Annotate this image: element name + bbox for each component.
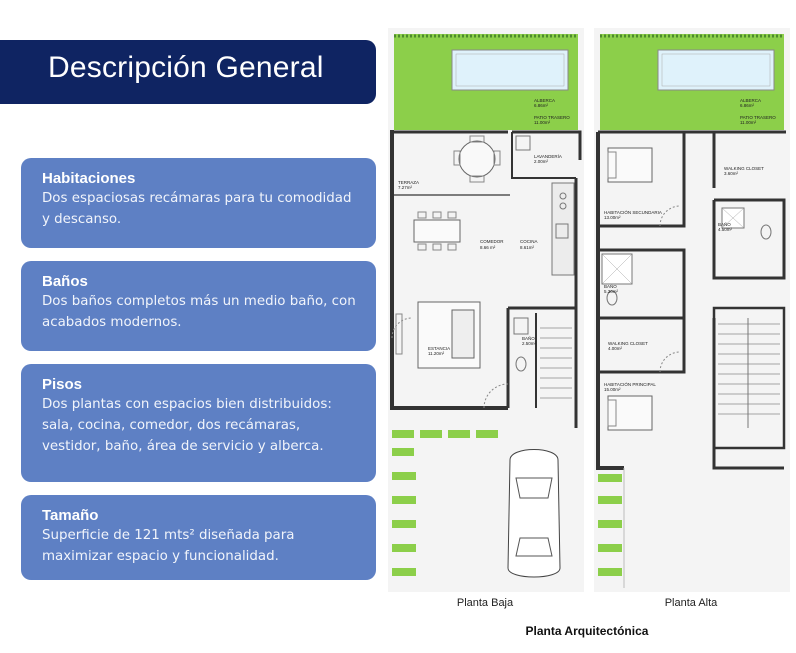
room-label: WALKING CLOSET: [608, 341, 648, 346]
card-title: Tamaño: [42, 507, 99, 524]
room-area: 4.50m²: [718, 227, 733, 232]
plans-caption: Planta Arquitectónica: [525, 624, 649, 638]
room-label: BAÑO: [718, 221, 731, 227]
room-area: 6.86m²: [534, 103, 549, 108]
room-label: LAVANDERÍA: [534, 153, 562, 159]
card-title: Baños: [42, 273, 88, 290]
room-area: 7.27m²: [398, 185, 413, 190]
room-label: ALBERCA: [534, 98, 555, 103]
card-pisos: Pisos Dos plantas con espacios bien dist…: [21, 364, 376, 482]
card-tamano: Tamaño Superficie de 121 mts² diseñada p…: [21, 495, 376, 580]
room-label: PATIO TRASERO: [534, 115, 570, 120]
room-label: COMEDOR: [480, 239, 504, 244]
room-area: 11.20m²: [428, 351, 445, 356]
room-area: 15.00m²: [604, 387, 621, 392]
room-area: 6.86m²: [740, 103, 755, 108]
card-text: Superficie de 121 mts² diseñada para max…: [42, 528, 295, 564]
room-label: BAÑO: [604, 283, 617, 289]
room-label: PATIO TRASERO: [740, 115, 776, 120]
room-label: TERRAZA: [398, 180, 419, 185]
room-label: WALKING CLOSET: [724, 166, 764, 171]
room-label: HABITACIÓN SECUNDARIA: [604, 209, 662, 215]
ground-floor-plan: ALBERCA 6.86m² PATIO TRASERO 11.00m² LAV…: [388, 28, 584, 592]
card-text: Dos plantas con espacios bien distribuid…: [42, 397, 332, 454]
card-text: Dos baños completos más un medio baño, c…: [42, 294, 356, 330]
room-label: HABITACIÓN PRINCIPAL: [604, 381, 656, 387]
room-label: COCINA: [520, 239, 538, 244]
title-banner: Descripción General: [0, 40, 376, 104]
room-area: 3.60m²: [724, 171, 739, 176]
room-label: BAÑO: [522, 335, 535, 341]
room-area: 11.00m²: [534, 120, 551, 125]
card-title: Habitaciones: [42, 170, 136, 187]
card-banos: Baños Dos baños completos más un medio b…: [21, 261, 376, 351]
card-text: Dos espaciosas recámaras para tu comodid…: [42, 191, 352, 227]
room-area: 4.00m²: [608, 346, 623, 351]
page-title: Descripción General: [48, 51, 324, 84]
ground-floor-caption: Planta Baja: [456, 597, 514, 609]
upper-floor-caption: Planta Alta: [664, 597, 718, 609]
room-area: 11.00m²: [740, 120, 757, 125]
room-area: 2.00m²: [534, 159, 549, 164]
card-habitaciones: Habitaciones Dos espaciosas recámaras pa…: [21, 158, 376, 248]
room-area: 2.50m²: [522, 341, 537, 346]
room-area: 8.66 m²: [480, 245, 496, 250]
upper-floor-plan: ALBERCA 6.86m² PATIO TRASERO 11.00m² HAB…: [594, 28, 790, 592]
room-area: 13.00m²: [604, 215, 621, 220]
card-title: Pisos: [42, 376, 83, 393]
room-label: ALBERCA: [740, 98, 761, 103]
room-area: 5.30m²: [604, 289, 619, 294]
room-label: ESTANCIA: [428, 346, 450, 351]
room-area: 8.61m²: [520, 245, 535, 250]
